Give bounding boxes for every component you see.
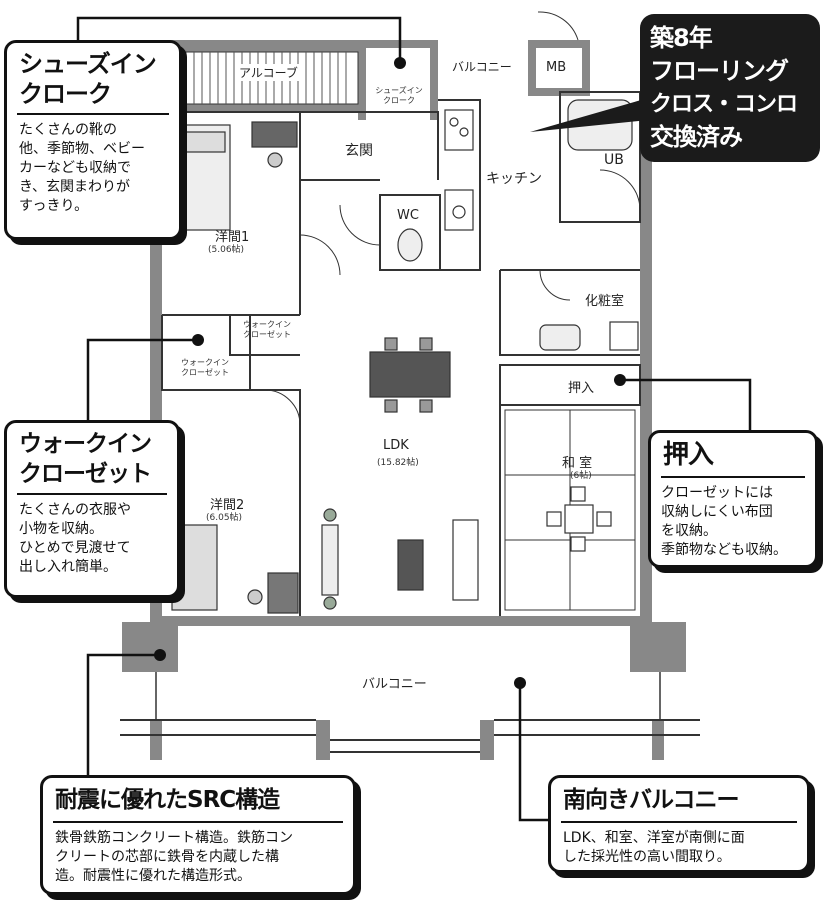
room-western1-label: 洋間1 — [215, 230, 250, 245]
furniture — [171, 99, 639, 614]
callout-oshiire-rule — [661, 476, 805, 478]
room-western1-size: (5.06帖) — [208, 245, 245, 255]
room-kitchen-label: キッチン — [486, 171, 542, 187]
age-renovation-badge: 築8年 フローリング クロス・コンロ 交換済み — [640, 14, 820, 162]
callout-shoes-title: シューズイン クローク — [19, 50, 157, 108]
callout-walkin-title: ウォークイン クローゼット — [19, 431, 152, 487]
badge-line-4: 交換済み — [650, 123, 743, 151]
room-western2-label: 洋間2 — [210, 498, 245, 513]
room-balcony-bottom-label: バルコニー — [362, 677, 427, 692]
room-washitsu-label: 和 室 — [562, 456, 593, 471]
room-entrance-label: 玄関 — [345, 143, 373, 159]
room-ldk-size: (15.82帖) — [377, 458, 419, 468]
callout-src-rule — [53, 821, 343, 823]
doors — [264, 11, 641, 426]
partitions — [120, 51, 700, 753]
callout-walkin-rule — [17, 493, 167, 495]
callout-walk-in-closet: ウォークイン クローゼット たくさんの衣服や 小物を収納。 ひとめで見渡せて 出… — [4, 420, 180, 598]
room-wc-label: WC — [397, 208, 419, 223]
room-oshiire-label: 押入 — [568, 381, 595, 396]
room-washitsu-size: (6帖) — [570, 471, 592, 481]
callout-balcony-rule — [561, 821, 797, 823]
callout-oshiire-body: クローゼットには 収納しにくい布団 を収納。 季節物なども収納。 — [661, 485, 787, 558]
badge-line-2: フローリング — [650, 57, 789, 85]
callout-shoes-rule — [17, 113, 169, 115]
badge-line-3: クロス・コンロ — [650, 92, 798, 117]
leader-dots — [154, 57, 626, 689]
room-wic2-label: ウォークイン クローゼット — [181, 358, 229, 377]
room-mb-label: MB — [546, 60, 567, 75]
room-balcony-top-label: バルコニー — [452, 60, 512, 74]
room-ub-label: UB — [604, 152, 624, 168]
room-wic1-label: ウォークイン クローゼット — [243, 320, 291, 339]
badge-pointer — [530, 98, 648, 132]
room-shoe-in-cloak-label: シューズイン クローク — [375, 86, 423, 105]
callout-shoes-in-cloak: シューズイン クローク たくさんの靴の 他、季節物、ベビー カーなども収納で き… — [4, 40, 182, 240]
callout-balcony-body: LDK、和室、洋室が南側に面 した採光性の高い間取り。 — [563, 830, 745, 865]
callout-oshiire: 押入 クローゼットには 収納しにくい布団 を収納。 季節物なども収納。 — [648, 430, 818, 568]
callout-src-title: 耐震に優れたSRC構造 — [55, 787, 280, 813]
room-ldk-label: LDK — [383, 438, 409, 453]
room-western2-size: (6.05帖) — [206, 513, 243, 523]
badge-line-1: 築8年 — [650, 24, 713, 52]
callout-src-structure: 耐震に優れたSRC構造 鉄骨鉄筋コンクリート構造。鉄筋コン クリートの芯部に鉄骨… — [40, 775, 356, 895]
room-alcove-label: アルコーブ — [237, 64, 300, 81]
callout-south-balcony: 南向きバルコニー LDK、和室、洋室が南側に面 した採光性の高い間取り。 — [548, 775, 810, 873]
callout-oshiire-title: 押入 — [663, 440, 714, 470]
callout-balcony-title: 南向きバルコニー — [563, 787, 740, 813]
callout-walkin-body: たくさんの衣服や 小物を収納。 ひとめで見渡せて 出し入れ簡単。 — [19, 502, 131, 575]
room-powder-label: 化粧室 — [585, 294, 625, 309]
callout-src-body: 鉄骨鉄筋コンクリート構造。鉄筋コン クリートの芯部に鉄骨を内蔵した構 造。耐震性… — [55, 830, 293, 884]
callout-leaders — [76, 16, 752, 822]
callout-shoes-body: たくさんの靴の 他、季節物、ベビー カーなども収納で き、玄関まわりが すっきり… — [19, 122, 145, 214]
